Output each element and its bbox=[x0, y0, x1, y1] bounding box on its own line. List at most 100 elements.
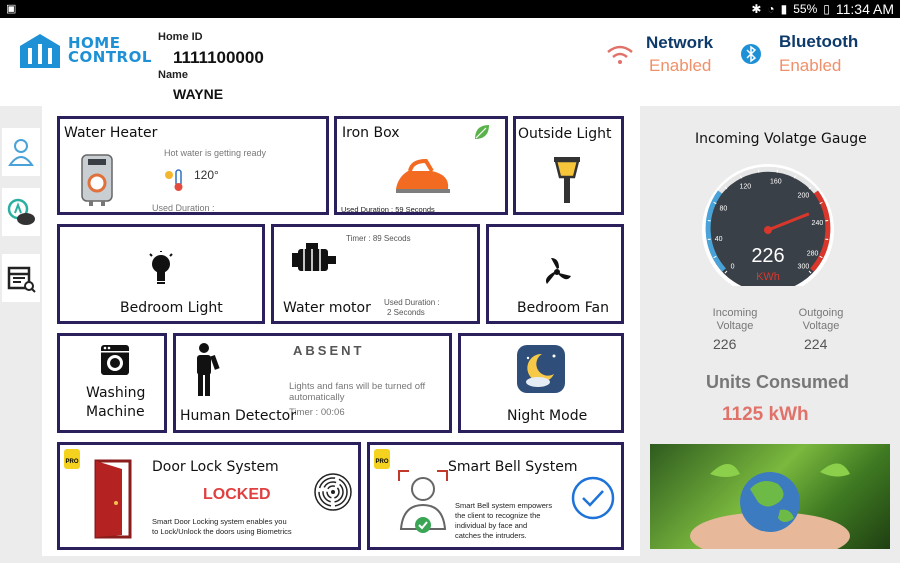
detector-state: ABSENT bbox=[293, 343, 365, 358]
bell-desc-4: catches the intruders. bbox=[455, 531, 527, 540]
tile-title: Washing bbox=[86, 385, 146, 401]
night-mode-icon bbox=[517, 345, 565, 393]
units-consumed-value: 1125 kWh bbox=[722, 404, 809, 425]
motor-duration-label: Used Duration : bbox=[384, 298, 440, 307]
gauge-tick-label: 80 bbox=[720, 205, 728, 212]
tile-night-mode[interactable]: Night Mode bbox=[458, 333, 624, 433]
fingerprint-icon[interactable] bbox=[312, 471, 354, 513]
gauge-value: 226 bbox=[751, 245, 784, 267]
gauge-tick bbox=[819, 255, 823, 259]
tile-title: Night Mode bbox=[507, 408, 588, 424]
wifi-status-icon: ◔ bbox=[767, 2, 775, 16]
sidebar bbox=[0, 106, 42, 563]
leaf-icon bbox=[475, 125, 489, 139]
tile-title: Bedroom Light bbox=[120, 300, 223, 316]
gauge-tick bbox=[739, 175, 743, 179]
iron-icon bbox=[396, 158, 450, 193]
tile-title: Human Detector bbox=[180, 408, 296, 424]
gauge-tick-label: 240 bbox=[812, 220, 824, 227]
sidebar-profile[interactable] bbox=[2, 128, 40, 176]
thermometer-icon bbox=[165, 169, 183, 191]
app-header: HOME CONTROL Home ID 1111100000 Name WAY… bbox=[0, 18, 900, 106]
gauge-icon bbox=[7, 198, 35, 225]
tile-human-detector[interactable]: ABSENT Lights and fans will be turned of… bbox=[173, 333, 452, 433]
signal-icon: ▮ bbox=[780, 2, 788, 16]
gauge-needle bbox=[767, 212, 810, 232]
tile-iron-box[interactable]: Iron Box Used Duration : 59 Seconds bbox=[334, 116, 508, 215]
incoming-voltage-value: 226 bbox=[713, 336, 737, 352]
battery-percent: 55% bbox=[793, 2, 818, 16]
clock: 11:34 AM bbox=[835, 1, 894, 17]
bluetooth-icon[interactable] bbox=[741, 42, 761, 66]
tile-outside-light[interactable]: Outside Light bbox=[513, 116, 624, 215]
tile-title: Water motor bbox=[283, 300, 371, 316]
gauge-tick-label: 200 bbox=[798, 193, 810, 200]
bluetooth-status-icon: ✱ bbox=[751, 2, 762, 16]
logo-building-icon bbox=[20, 34, 60, 68]
iron-duration: Used Duration : 59 Seconds bbox=[341, 205, 435, 214]
tile-bedroom-light[interactable]: Bedroom Light bbox=[57, 224, 265, 324]
bluetooth-title: Bluetooth bbox=[779, 32, 859, 51]
heater-duration: Used Duration : bbox=[152, 203, 215, 213]
tile-washing-machine[interactable]: Washing Machine bbox=[57, 333, 167, 433]
gauge-tick bbox=[808, 270, 812, 274]
gauge-tick bbox=[724, 270, 728, 274]
gauge-tick-label: 120 bbox=[739, 183, 751, 190]
gauge-tick-label: 0 bbox=[731, 263, 735, 270]
name-value: WAYNE bbox=[173, 86, 224, 102]
gauge-tick bbox=[724, 186, 728, 190]
tile-door-lock[interactable]: PRO Door Lock System LOCKED Smart Door L… bbox=[57, 442, 361, 550]
detector-timer: Timer : 00:06 bbox=[289, 407, 345, 418]
lock-state: LOCKED bbox=[203, 486, 271, 503]
sidebar-dashboard[interactable] bbox=[2, 188, 40, 236]
tile-water-motor[interactable]: Timer : 89 Secods Water motor Used Durat… bbox=[271, 224, 480, 324]
battery-icon: ▯ bbox=[823, 2, 830, 16]
tile-smart-bell[interactable]: PRO Smart Bell System Smart Bell system … bbox=[367, 442, 624, 550]
detector-message-2: automatically bbox=[289, 392, 345, 403]
status-bar: ▣ ✱ ◔ ▮ 55% ▯ 11:34 AM bbox=[0, 0, 900, 18]
home-id-value: 1111100000 bbox=[173, 48, 264, 67]
gauge-unit: KWh bbox=[756, 271, 780, 283]
outgoing-voltage-value: 224 bbox=[804, 336, 828, 352]
person-icon bbox=[197, 343, 220, 396]
tile-title: Water Heater bbox=[64, 125, 158, 141]
network-status: Enabled bbox=[649, 56, 712, 75]
fan-icon bbox=[545, 258, 571, 284]
home-control-logo: HOME CONTROL bbox=[18, 30, 152, 70]
tile-title: Door Lock System bbox=[152, 459, 279, 475]
check-circle-icon[interactable] bbox=[570, 475, 616, 521]
detector-message-1: Lights and fans will be turned off bbox=[289, 381, 426, 392]
gauge-tick bbox=[819, 201, 823, 205]
calendar-search-icon bbox=[7, 266, 36, 293]
motor-duration-value: 2 Seconds bbox=[387, 308, 425, 317]
gauge-title: Incoming Volatge Gauge bbox=[695, 131, 867, 147]
gauge-tick bbox=[793, 175, 797, 179]
door-icon bbox=[94, 459, 132, 539]
gauge-scale-low bbox=[705, 190, 726, 272]
sidebar-schedule[interactable] bbox=[2, 254, 40, 302]
water-heater-icon bbox=[81, 154, 113, 206]
gauge-tick-label: 280 bbox=[807, 251, 819, 258]
heater-temp: 120° bbox=[194, 168, 219, 182]
wifi-icon[interactable] bbox=[606, 44, 634, 66]
lamp-post-icon bbox=[554, 157, 580, 203]
gauge-tick bbox=[713, 201, 717, 205]
washing-machine-icon bbox=[101, 345, 129, 375]
bluetooth-status: Enabled bbox=[779, 56, 842, 75]
gauge-tick-label: 300 bbox=[798, 263, 810, 270]
tile-title: Smart Bell System bbox=[448, 459, 578, 475]
light-bulb-icon bbox=[149, 251, 173, 284]
tile-title: Outside Light bbox=[518, 126, 612, 142]
gauge-tick-label: 160 bbox=[770, 179, 782, 186]
tile-water-heater[interactable]: Water Heater Hot water is getting ready … bbox=[57, 116, 329, 215]
tile-title: Iron Box bbox=[342, 125, 400, 141]
heater-status: Hot water is getting ready bbox=[164, 148, 267, 158]
door-desc-1: Smart Door Locking system enables you bbox=[152, 517, 287, 526]
device-panel: Water Heater Hot water is getting ready … bbox=[42, 106, 640, 556]
tile-bedroom-fan[interactable]: Bedroom Fan bbox=[486, 224, 624, 324]
door-desc-2: to Lock/Unlock the doors using Biometric… bbox=[152, 527, 292, 536]
tile-title-line2: Machine bbox=[86, 404, 145, 420]
